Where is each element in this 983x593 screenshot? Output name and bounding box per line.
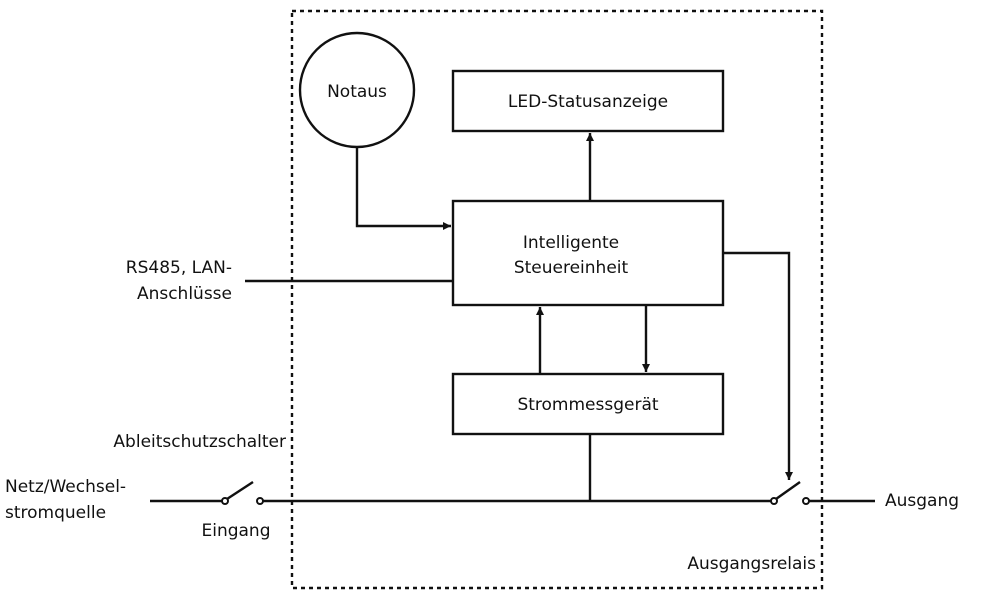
- source-label-line2: stromquelle: [5, 503, 106, 523]
- breaker-contact-right: [256, 497, 264, 505]
- current-meter-label: Strommessgerät: [517, 395, 658, 415]
- control-to-relay-arrow: [723, 251, 793, 480]
- input-label: Eingang: [201, 521, 270, 541]
- rs485-label-line1: RS485, LAN-: [126, 258, 232, 278]
- breaker-contact-left: [221, 497, 229, 505]
- source-label-line1: Netz/Wechsel-: [5, 477, 126, 497]
- current-meter-box: [451, 372, 725, 436]
- rs485-label-line2: Anschlüsse: [137, 284, 232, 304]
- relay-contact-right: [802, 497, 810, 505]
- relay-contact-left: [770, 497, 778, 505]
- notaus-to-control-arrow: [355, 147, 451, 230]
- relay-label: Ausgangsrelais: [687, 554, 816, 574]
- control-unit-label-line1: Intelligente: [523, 233, 619, 253]
- breaker-label: Ableitschutzschalter: [113, 432, 286, 452]
- breaker-switch-blade: [226, 480, 254, 501]
- control-unit-box: [451, 199, 725, 307]
- led-status-box: [451, 69, 725, 133]
- control-unit-label-line2: Steuereinheit: [514, 258, 629, 278]
- device-enclosure: [290, 9, 824, 590]
- notaus-label: Notaus: [327, 82, 387, 102]
- output-label: Ausgang: [885, 491, 959, 511]
- led-status-label: LED-Statusanzeige: [508, 92, 668, 112]
- relay-switch-blade: [775, 481, 801, 500]
